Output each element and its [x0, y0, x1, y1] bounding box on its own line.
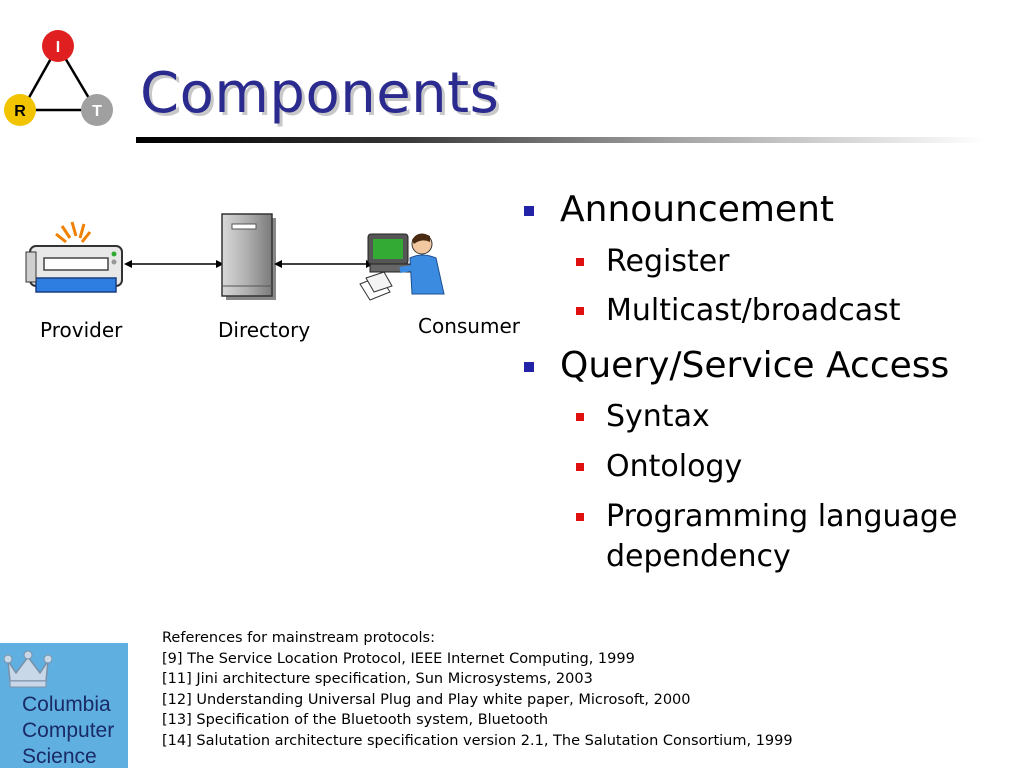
- user-at-computer-icon: [359, 233, 445, 301]
- components-diagram: Provider Directory Consumer: [0, 200, 530, 360]
- columbia-cs-logo: Columbia Computer Science: [0, 643, 128, 768]
- bullet-square-icon: [576, 463, 584, 471]
- columbia-line3: Science: [22, 745, 97, 768]
- bullet-square-icon: [576, 513, 584, 521]
- directory-label: Directory: [218, 318, 311, 342]
- logo-letter-r: R: [14, 103, 26, 120]
- references-block: References for mainstream protocols: [9]…: [162, 628, 793, 751]
- bullet-square-icon: [576, 307, 584, 315]
- arrow-provider-directory: [124, 260, 224, 268]
- bullet-square-icon: [524, 362, 534, 372]
- provider-label: Provider: [40, 318, 123, 342]
- crown-icon: [4, 650, 52, 688]
- reference-item: [13] Specification of the Bluetooth syst…: [162, 712, 549, 728]
- columbia-line1: Columbia: [22, 693, 111, 716]
- reference-item: [9] The Service Location Protocol, IEEE …: [162, 650, 635, 667]
- page-title: Components: [140, 61, 500, 126]
- server-icon: [221, 213, 276, 300]
- bullet-square-icon: [576, 258, 584, 266]
- title-underline: [136, 137, 986, 143]
- logo-letter-t: T: [92, 103, 102, 120]
- reference-item: [12] Understanding Universal Plug and Pl…: [162, 691, 691, 708]
- reference-item: [14] Salutation architecture specificati…: [162, 732, 793, 749]
- consumer-label: Consumer: [418, 314, 520, 338]
- references-heading: References for mainstream protocols:: [162, 630, 435, 646]
- printer-icon: [25, 221, 123, 293]
- columbia-line2: Computer: [22, 719, 115, 742]
- logo-letter-i: I: [56, 39, 60, 56]
- irt-logo: I R T: [4, 30, 113, 126]
- reference-item: [11] Jini architecture specification, Su…: [162, 671, 593, 687]
- bullet-square-icon: [524, 206, 534, 216]
- bullet-square-icon: [576, 413, 584, 421]
